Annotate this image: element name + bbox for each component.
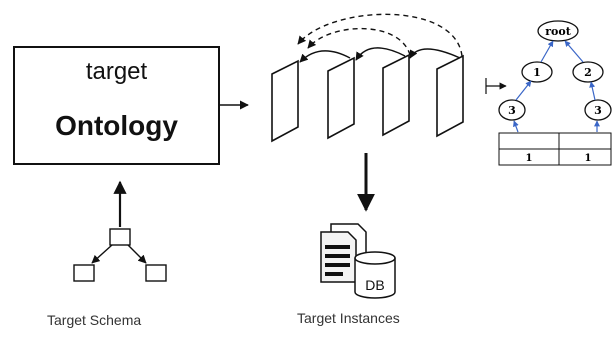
page-4	[436, 54, 464, 138]
database-icon: DB	[354, 251, 396, 299]
ontology-pages	[271, 53, 464, 143]
page-transition-arrows	[299, 47, 461, 63]
tree-arrow-3-1	[515, 80, 532, 101]
page-2	[327, 56, 355, 140]
tree-node-1	[521, 61, 553, 83]
table-cell-left: 1	[526, 153, 533, 164]
schema-icon	[73, 180, 167, 282]
tree-leaf-left	[498, 99, 526, 121]
tree-leaf-left-label: 3	[508, 104, 516, 117]
tree-node-1-label: 1	[533, 66, 541, 79]
table-cell-right: 1	[585, 153, 592, 164]
caption-target-schema: Target Schema	[47, 312, 142, 328]
tree-arrow-2-root	[564, 40, 584, 63]
tree-node-2	[572, 61, 604, 83]
target-box-line2: Ontology	[55, 110, 178, 141]
tree-root-node	[537, 20, 579, 42]
tree-leaf-right-label: 3	[594, 104, 602, 117]
target-ontology-box	[13, 46, 220, 165]
page-1	[271, 59, 299, 143]
tree-table	[498, 132, 612, 166]
target-box-line1: target	[85, 58, 148, 85]
page-3	[382, 53, 410, 137]
tree-root-label: root	[545, 25, 571, 38]
tree-arrow-1-root	[540, 40, 554, 63]
tree-leaf-right	[584, 99, 612, 121]
db-label: DB	[365, 277, 384, 293]
tree-diagram: root 1 2 3 3 1 1	[498, 20, 612, 166]
instances-icon: DB	[320, 223, 396, 299]
page-dashed-arrows	[297, 13, 463, 57]
caption-target-instances: Target Instances	[297, 310, 400, 326]
tree-arrow-3-2	[589, 81, 596, 101]
tree-node-2-label: 2	[584, 66, 592, 79]
tree-arrow-row-leftleaf	[513, 120, 519, 133]
